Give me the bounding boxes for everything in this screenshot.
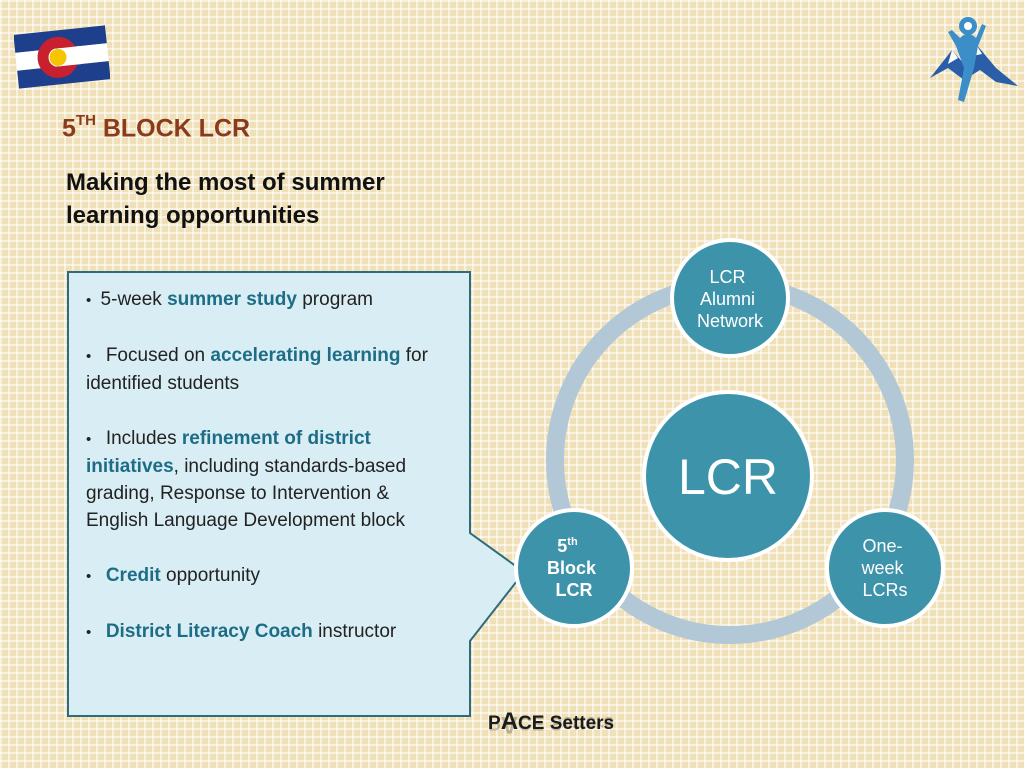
list-item: • Focused on accelerating learning for i… bbox=[86, 345, 428, 394]
pace-setters-reflection: PACE Setters bbox=[488, 711, 615, 738]
list-item: • Credit opportunity bbox=[86, 565, 261, 586]
bullet-list: • 5-week summer study program • Focused … bbox=[86, 286, 446, 674]
left-node bbox=[514, 508, 634, 628]
center-node-label: LCR bbox=[678, 449, 778, 505]
list-item: • Includes refinement of district initia… bbox=[86, 428, 407, 531]
pace-setters-logo: PACE Setters bbox=[488, 708, 615, 735]
list-item: • 5-week summer study program bbox=[86, 289, 373, 310]
left-node-label: 5th Block LCR bbox=[547, 529, 601, 600]
list-item: • District Literacy Coach instructor bbox=[86, 621, 397, 642]
right-node bbox=[825, 508, 945, 628]
top-node-label: LCR Alumni Network bbox=[697, 267, 764, 331]
top-node bbox=[670, 238, 790, 358]
right-node-label: One- week LCRs bbox=[860, 536, 908, 600]
mountain-figure-logo bbox=[930, 17, 1018, 102]
center-node bbox=[642, 390, 814, 562]
slide-subtitle: Making the most of summer learning oppor… bbox=[66, 169, 385, 229]
slide-title: 5TH BLOCK LCR bbox=[62, 112, 251, 143]
colorado-flag-logo bbox=[14, 25, 110, 89]
